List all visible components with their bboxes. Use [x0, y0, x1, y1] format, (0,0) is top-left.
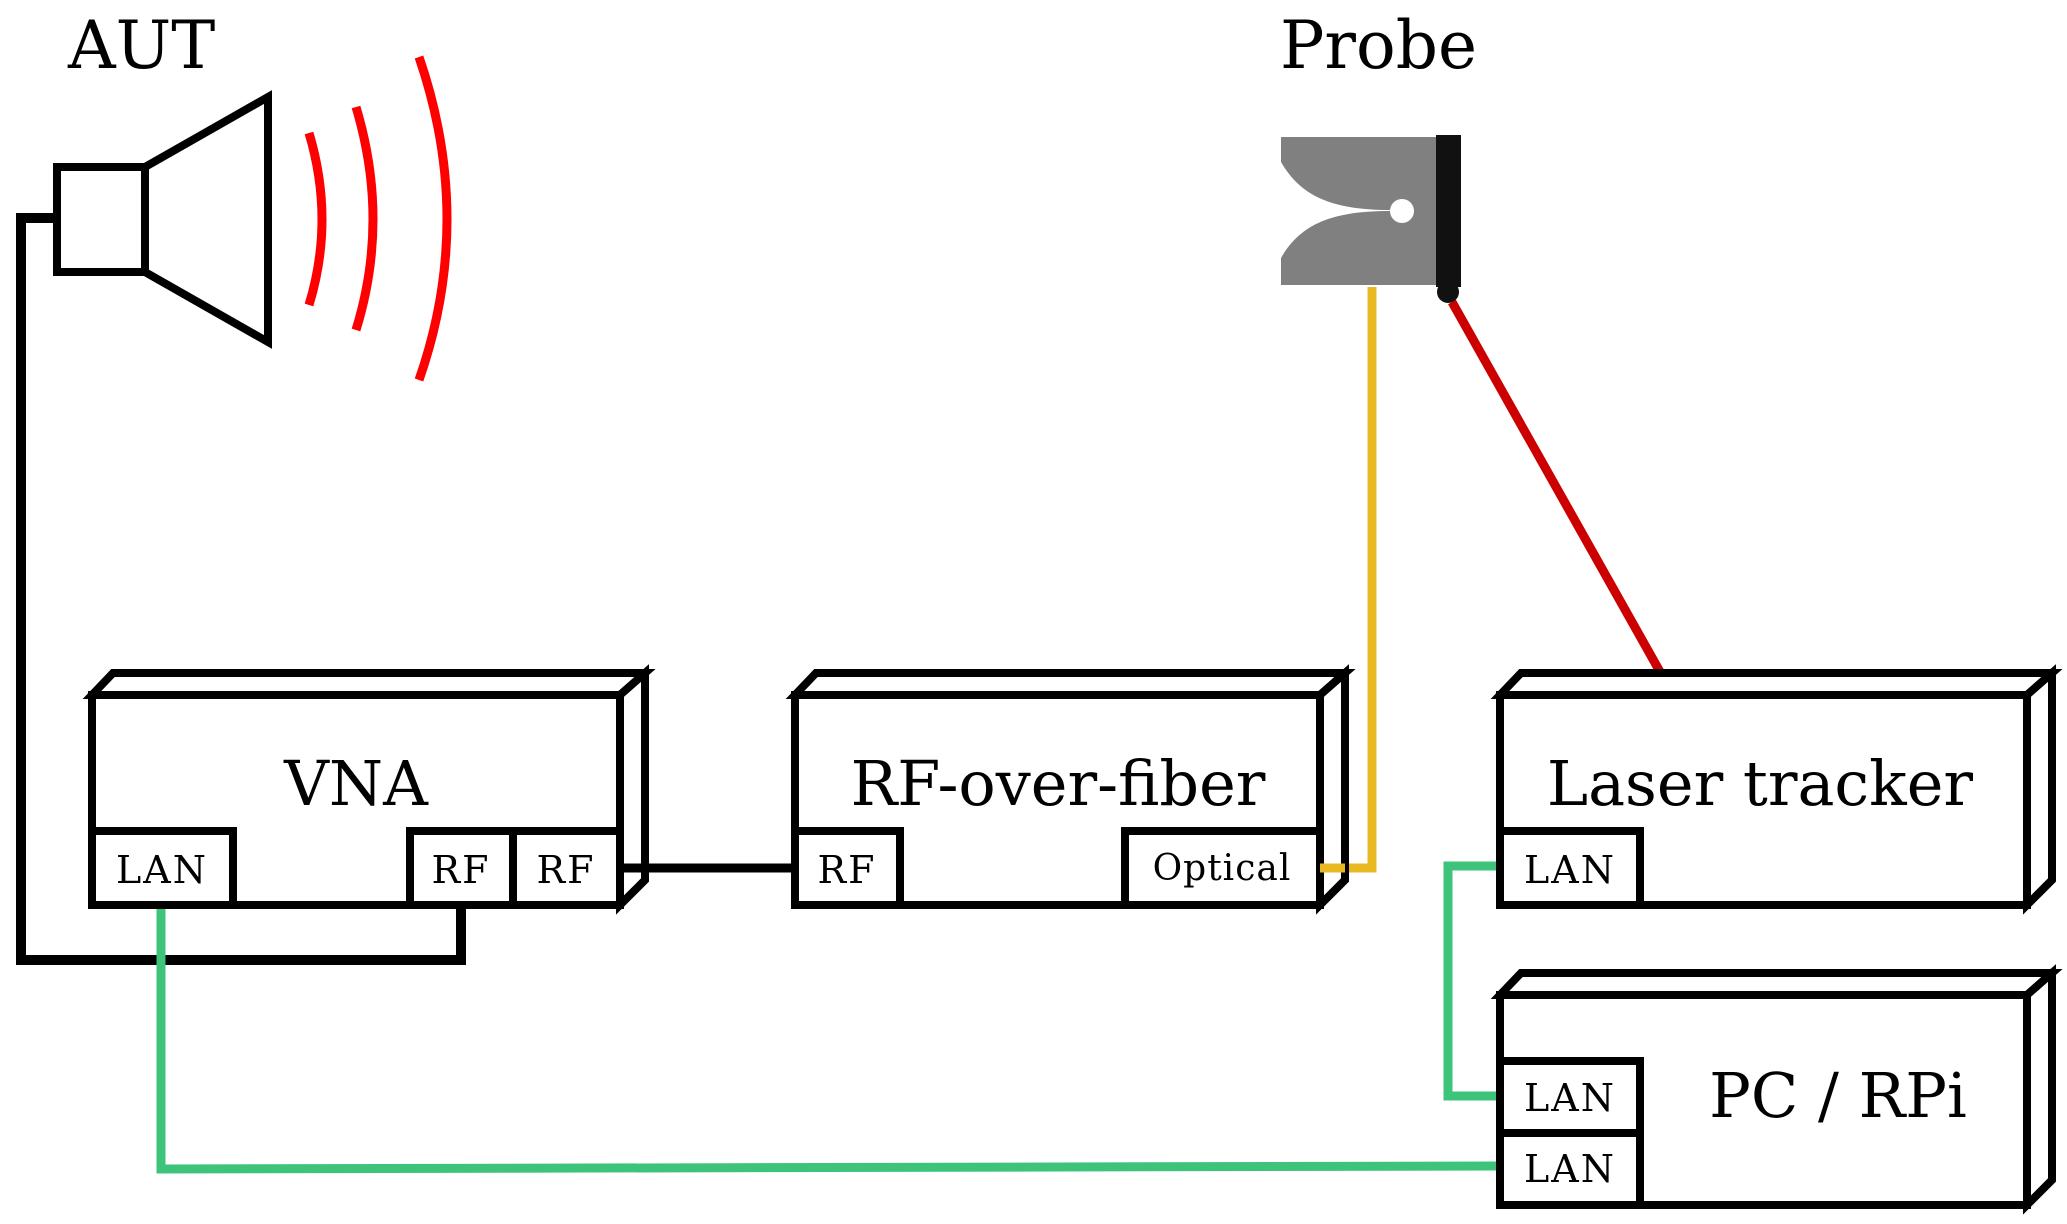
vna-port-rf-1[interactable]: RF	[406, 827, 517, 909]
rfof-label: RF-over-fiber	[851, 747, 1266, 820]
probe-mount-icon	[1436, 135, 1461, 287]
probe-label: Probe	[1280, 7, 1477, 84]
laser-port-lan-label: LAN	[1524, 848, 1616, 892]
cable-aut-to-vna-rf	[16, 213, 466, 965]
wave-arc-2	[351, 105, 378, 332]
vna-port-rf-2[interactable]: RF	[509, 827, 624, 909]
vna-port-lan-label: LAN	[116, 848, 208, 892]
rfof-port-rf[interactable]: RF	[791, 827, 904, 909]
pc-port-lan-1-label: LAN	[1524, 1076, 1616, 1120]
probe-reflector-icon	[1437, 281, 1459, 303]
rfof-port-rf-label: RF	[818, 848, 877, 892]
aut-label: AUT	[67, 7, 215, 84]
pc-port-lan-2-label: LAN	[1524, 1147, 1616, 1191]
wave-arc-1	[304, 131, 327, 307]
pc-port-lan-2[interactable]: LAN	[1496, 1129, 1644, 1209]
radiation-waves-icon	[304, 55, 452, 382]
probe-icon	[1281, 135, 1461, 303]
laser-tracker-label: Laser tracker	[1547, 747, 1973, 820]
laser-port-lan[interactable]: LAN	[1496, 827, 1644, 909]
aut-antenna-icon	[53, 90, 272, 349]
cable-lan-vna-to-pc	[156, 905, 1501, 1174]
pc-rpi-label: PC / RPi	[1709, 1059, 1967, 1132]
device-rf-over-fiber: RF-over-fiber RF Optical	[785, 664, 1356, 915]
device-laser-tracker: Laser tracker LAN	[1490, 664, 2063, 915]
wave-arc-3	[414, 55, 452, 382]
vna-label: VNA	[283, 747, 429, 820]
pc-port-lan-1[interactable]: LAN	[1496, 1057, 1644, 1137]
rfof-port-optical-label: Optical	[1153, 848, 1292, 889]
vna-port-rf-1-label: RF	[432, 848, 491, 892]
device-pc-rpi: PC / RPi LAN LAN	[1490, 964, 2063, 1215]
device-vna: VNA LAN RF RF	[82, 664, 656, 915]
cable-lan-laser-to-pc	[1443, 861, 1500, 1101]
rfof-port-optical[interactable]: Optical	[1121, 827, 1324, 909]
vna-port-lan[interactable]: LAN	[88, 827, 237, 909]
laser-beam	[1448, 299, 1672, 689]
vna-port-rf-2-label: RF	[537, 848, 596, 892]
